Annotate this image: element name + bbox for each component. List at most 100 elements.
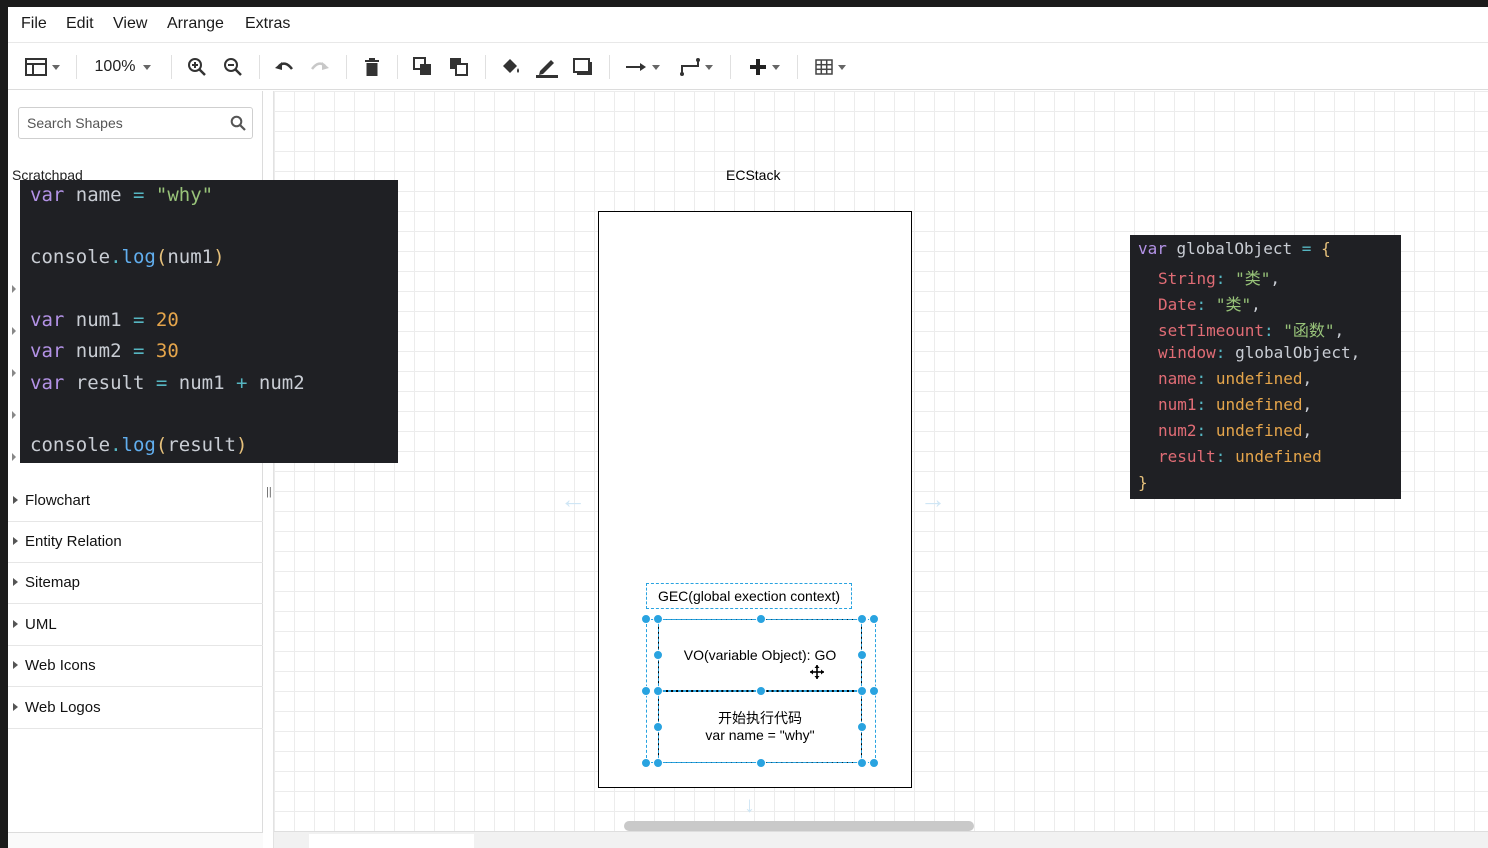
resize-handle[interactable]	[857, 650, 867, 660]
drawio-app: File Edit View Arrange Extras 100%	[8, 7, 1488, 848]
sidebar-item-label: Web Icons	[25, 657, 96, 674]
caret-right-icon	[13, 703, 18, 711]
sidebar-item-label: Web Logos	[25, 699, 101, 716]
resize-handle[interactable]	[653, 650, 663, 660]
horizontal-scrollbar[interactable]	[624, 821, 974, 831]
sidebar-item-flowchart[interactable]: Flowchart	[8, 481, 263, 522]
sidebar-item-uml[interactable]: UML	[8, 605, 263, 646]
caret-right-icon	[13, 620, 18, 628]
splitter-grip-icon[interactable]: ||	[266, 486, 272, 498]
caret-right-icon	[13, 661, 18, 669]
gec-container-shape[interactable]: VO(variable Object): GO 开始执行代码 var name …	[641, 614, 879, 768]
to-front-button[interactable]	[410, 44, 436, 90]
resize-handle[interactable]	[641, 614, 651, 624]
redo-button[interactable]	[307, 44, 333, 90]
line-color-icon	[535, 56, 559, 78]
layout-button[interactable]	[20, 44, 64, 90]
code-line: setTimeount: "函数",	[1158, 321, 1345, 340]
search-input[interactable]	[19, 108, 219, 138]
resize-handle[interactable]	[857, 686, 867, 696]
caret-right-icon	[13, 537, 18, 545]
collapsed-arrow-icon	[12, 369, 16, 377]
exec-line-2: var name = "why"	[705, 727, 815, 743]
sidebar-splitter[interactable]: ||	[264, 91, 274, 848]
sidebar-item-entity-relation[interactable]: Entity Relation	[8, 522, 263, 563]
code-line: result: undefined	[1158, 447, 1322, 466]
menu-view[interactable]: View	[113, 15, 148, 32]
waypoints-dropdown[interactable]	[674, 44, 718, 90]
menu-extras[interactable]: Extras	[245, 15, 291, 32]
resize-handle[interactable]	[756, 614, 766, 624]
resize-handle[interactable]	[869, 614, 879, 624]
resize-handle[interactable]	[756, 758, 766, 768]
zoom-dropdown[interactable]: 100%	[88, 44, 158, 90]
toolbar: 100%	[8, 44, 1488, 90]
connection-dropdown[interactable]	[620, 44, 664, 90]
arrow-right-hint-icon[interactable]: →	[920, 484, 946, 514]
table-dropdown[interactable]	[808, 44, 852, 90]
redo-icon	[310, 59, 330, 75]
resize-handle[interactable]	[653, 686, 663, 696]
code-line: var globalObject = {	[1138, 239, 1331, 258]
exec-code-shape[interactable]: 开始执行代码 var name = "why"	[658, 691, 862, 763]
ecstack-label[interactable]: ECStack	[726, 167, 781, 183]
resize-handle[interactable]	[641, 686, 651, 696]
undo-button[interactable]	[271, 44, 297, 90]
menu-file[interactable]: File	[21, 15, 47, 32]
sidebar-item-sitemap[interactable]: Sitemap	[8, 563, 263, 604]
scratchpad-header[interactable]: Scratchpad	[12, 167, 83, 183]
resize-handle[interactable]	[869, 758, 879, 768]
insert-dropdown[interactable]	[742, 44, 786, 90]
resize-handle[interactable]	[869, 686, 879, 696]
code-line: var num1 = 20	[30, 309, 179, 331]
gec-label-text: GEC(global exection context)	[657, 588, 841, 604]
resize-handle[interactable]	[641, 758, 651, 768]
resize-handle[interactable]	[653, 722, 663, 732]
delete-button[interactable]	[359, 44, 385, 90]
resize-handle[interactable]	[857, 758, 867, 768]
layout-icon	[24, 58, 47, 76]
resize-handle[interactable]	[857, 722, 867, 732]
move-cursor-icon	[810, 665, 824, 684]
resize-handle[interactable]	[653, 758, 663, 768]
zoom-in-button[interactable]	[184, 44, 210, 90]
zoom-in-icon	[187, 57, 207, 77]
code-line: String: "类",	[1158, 269, 1280, 288]
sidebar-item-label: Flowchart	[25, 492, 91, 509]
menu-edit[interactable]: Edit	[66, 15, 94, 32]
vo-shape[interactable]: VO(variable Object): GO	[658, 619, 862, 691]
resize-handle[interactable]	[653, 614, 663, 624]
plus-icon	[749, 58, 767, 76]
to-back-icon	[449, 57, 469, 77]
code-line: }	[1138, 473, 1148, 492]
collapsed-arrow-icon	[12, 411, 16, 419]
line-color-button[interactable]	[534, 44, 560, 90]
zoom-out-button[interactable]	[220, 44, 246, 90]
sidebar-item-label: Sitemap	[25, 574, 81, 591]
search-shapes-box	[18, 107, 253, 139]
code-line: var result = num1 + num2	[30, 372, 305, 394]
chevron-down-icon	[651, 64, 660, 70]
table-icon	[814, 59, 833, 75]
arrow-down-hint-icon[interactable]: ↓	[744, 792, 755, 817]
to-back-button[interactable]	[446, 44, 472, 90]
arrow-left-hint-icon[interactable]: ←	[560, 484, 586, 514]
menu-arrange[interactable]: Arrange	[167, 15, 224, 32]
resize-handle[interactable]	[857, 614, 867, 624]
shadow-button[interactable]	[570, 44, 596, 90]
code-line: console.log(result)	[30, 434, 248, 456]
sidebar-item-web-logos[interactable]: Web Logos	[8, 688, 263, 729]
code-line: num2: undefined,	[1158, 421, 1313, 440]
chevron-down-icon	[143, 64, 152, 70]
fill-color-button[interactable]	[498, 44, 524, 90]
gec-label-shape[interactable]: GEC(global exection context)	[646, 583, 852, 609]
page-tab[interactable]	[309, 834, 474, 848]
sidebar-item-web-icons[interactable]: Web Icons	[8, 646, 263, 687]
page-tabs-bar	[274, 831, 1488, 848]
zoom-out-icon	[223, 57, 243, 77]
resize-handle[interactable]	[756, 686, 766, 696]
chevron-down-icon	[771, 64, 780, 70]
search-icon[interactable]	[230, 115, 246, 136]
code-panel-source: var name = "why" console.log(num1) var n…	[20, 180, 398, 463]
to-front-icon	[413, 57, 433, 77]
